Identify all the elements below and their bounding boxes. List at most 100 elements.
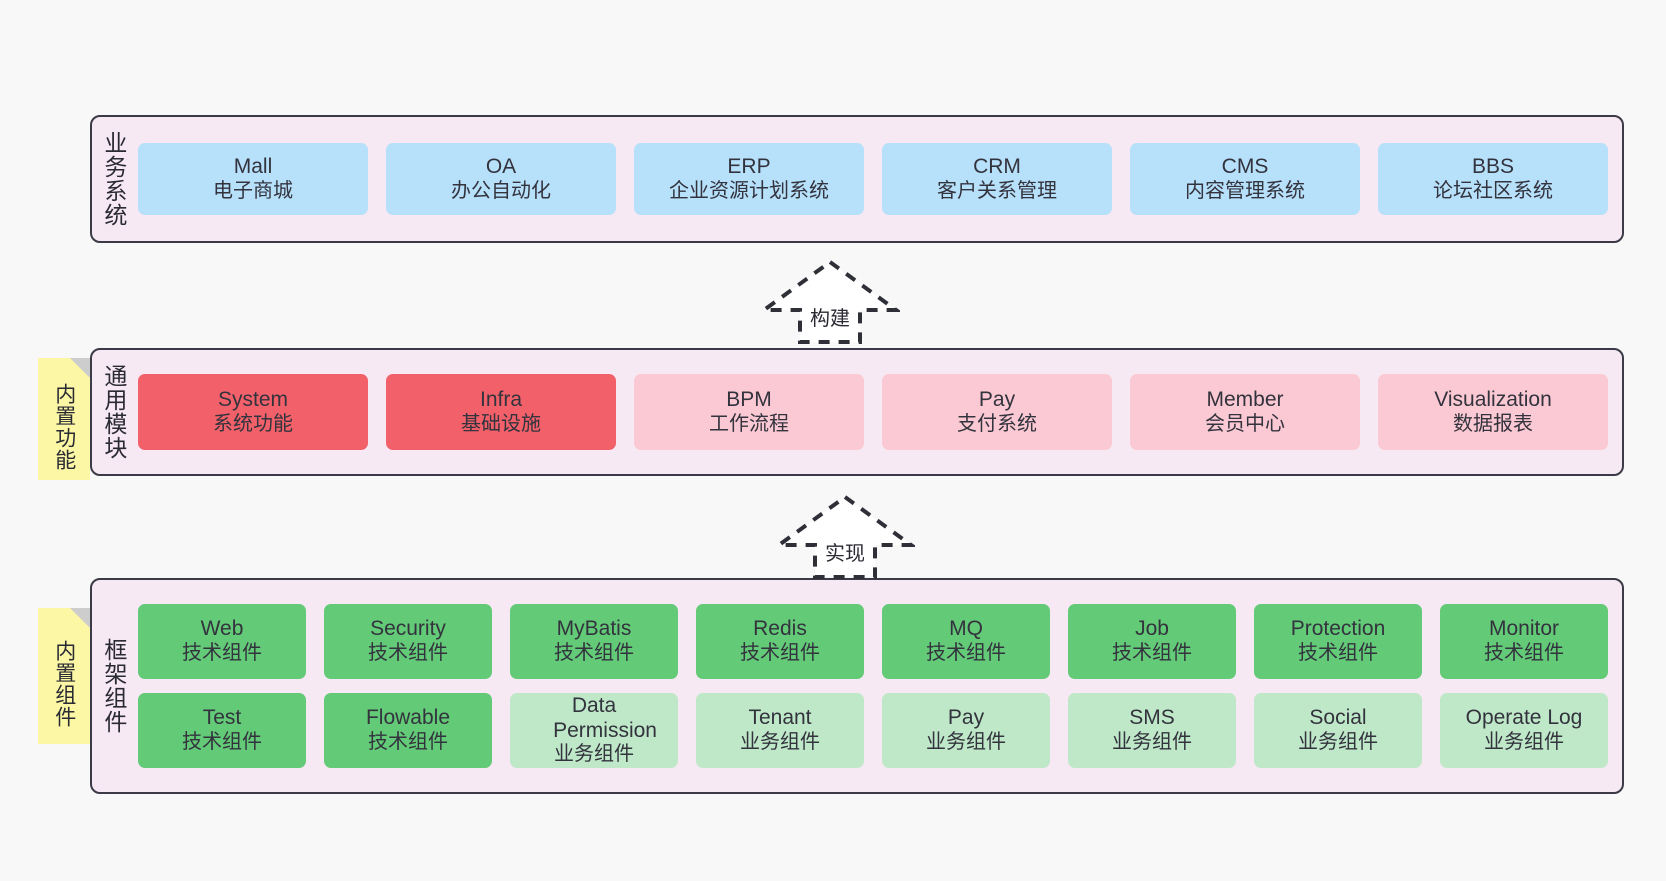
node-web-name: Web (200, 617, 244, 641)
layer-common-modules: 通用模块 System 系统功能 Infra 基础设施 BPM 工作流程 Pay… (90, 348, 1624, 476)
node-test-desc: 技术组件 (182, 731, 262, 754)
node-mybatis-desc: 技术组件 (554, 642, 634, 665)
node-system-desc: 系统功能 (213, 412, 293, 435)
node-security[interactable]: Security 技术组件 (324, 604, 492, 679)
node-erp-name: ERP (727, 154, 771, 178)
node-cms-desc: 内容管理系统 (1185, 179, 1305, 202)
node-visualization[interactable]: Visualization 数据报表 (1378, 374, 1608, 450)
node-protection-desc: 技术组件 (1298, 642, 1378, 665)
layer-framework-row-business: Test 技术组件 Flowable 技术组件 Data Permission … (138, 693, 1608, 768)
note-fold-corner-icon (70, 358, 90, 378)
node-sms-desc: 业务组件 (1112, 731, 1192, 754)
node-monitor-name: Monitor (1488, 617, 1560, 641)
node-job-name: Job (1135, 617, 1169, 641)
node-flowable-desc: 技术组件 (368, 731, 448, 754)
node-job-desc: 技术组件 (1112, 642, 1192, 665)
node-mq-name: MQ (949, 617, 983, 641)
node-oa-desc: 办公自动化 (451, 179, 551, 202)
layer-common-modules-row: System 系统功能 Infra 基础设施 BPM 工作流程 Pay 支付系统… (138, 374, 1608, 450)
node-social-desc: 业务组件 (1298, 731, 1378, 754)
node-mybatis-name: MyBatis (556, 617, 632, 641)
node-redis-name: Redis (753, 617, 807, 641)
node-sms-name: SMS (1129, 706, 1175, 730)
node-mybatis[interactable]: MyBatis 技术组件 (510, 604, 678, 679)
node-pay-module-name: Pay (978, 387, 1016, 411)
node-monitor-desc: 技术组件 (1484, 642, 1564, 665)
layer-business-system: 业务系统 Mall 电子商城 OA 办公自动化 ERP 企业资源计划系统 CRM… (90, 115, 1624, 243)
node-member-name: Member (1206, 387, 1284, 411)
node-mall[interactable]: Mall 电子商城 (138, 143, 368, 215)
node-operate-log-desc: 业务组件 (1484, 731, 1564, 754)
node-monitor[interactable]: Monitor 技术组件 (1440, 604, 1608, 679)
node-cms-name: CMS (1221, 154, 1269, 178)
note-builtin-features: 内置功能 (38, 358, 90, 480)
node-protection-name: Protection (1290, 617, 1386, 641)
layer-common-modules-title: 通用模块 (100, 364, 127, 460)
node-erp[interactable]: ERP 企业资源计划系统 (634, 143, 864, 215)
note-fold-corner-icon (70, 608, 90, 628)
node-crm-desc: 客户关系管理 (937, 179, 1057, 202)
node-infra-desc: 基础设施 (461, 412, 541, 435)
node-infra-name: Infra (479, 387, 523, 411)
layer-business-system-title: 业务系统 (100, 131, 127, 227)
arrow-implement: 实现 (775, 493, 915, 581)
node-security-name: Security (370, 617, 446, 641)
node-job[interactable]: Job 技术组件 (1068, 604, 1236, 679)
layer-business-system-row: Mall 电子商城 OA 办公自动化 ERP 企业资源计划系统 CRM 客户关系… (138, 143, 1608, 215)
node-operate-log-name: Operate Log (1465, 706, 1583, 730)
node-web[interactable]: Web 技术组件 (138, 604, 306, 679)
layer-framework-components-body: Web 技术组件 Security 技术组件 MyBatis 技术组件 Redi… (134, 580, 1622, 792)
layer-business-system-body: Mall 电子商城 OA 办公自动化 ERP 企业资源计划系统 CRM 客户关系… (134, 117, 1622, 241)
node-member[interactable]: Member 会员中心 (1130, 374, 1360, 450)
node-crm[interactable]: CRM 客户关系管理 (882, 143, 1112, 215)
node-pay-module-desc: 支付系统 (957, 412, 1037, 435)
node-test[interactable]: Test 技术组件 (138, 693, 306, 768)
node-bbs-name: BBS (1471, 154, 1515, 178)
node-data-permission-desc: 业务组件 (554, 743, 634, 766)
node-crm-name: CRM (973, 154, 1021, 178)
node-bbs[interactable]: BBS 论坛社区系统 (1378, 143, 1608, 215)
node-web-desc: 技术组件 (182, 642, 262, 665)
node-redis-desc: 技术组件 (740, 642, 820, 665)
node-sms[interactable]: SMS 业务组件 (1068, 693, 1236, 768)
arrow-build: 构建 (760, 258, 900, 346)
node-pay-component[interactable]: Pay 业务组件 (882, 693, 1050, 768)
node-security-desc: 技术组件 (368, 642, 448, 665)
node-pay-component-name: Pay (947, 706, 985, 730)
node-mall-desc: 电子商城 (213, 179, 293, 202)
node-oa-name: OA (485, 154, 517, 178)
node-oa[interactable]: OA 办公自动化 (386, 143, 616, 215)
node-pay-component-desc: 业务组件 (926, 731, 1006, 754)
node-mq-desc: 技术组件 (926, 642, 1006, 665)
node-system[interactable]: System 系统功能 (138, 374, 368, 450)
node-visualization-desc: 数据报表 (1453, 412, 1533, 435)
node-test-name: Test (202, 706, 242, 730)
node-data-permission[interactable]: Data Permission 业务组件 (510, 693, 678, 768)
node-social-name: Social (1309, 706, 1367, 730)
node-mq[interactable]: MQ 技术组件 (882, 604, 1050, 679)
node-erp-desc: 企业资源计划系统 (669, 179, 829, 202)
node-bpm-desc: 工作流程 (709, 412, 789, 435)
node-flowable[interactable]: Flowable 技术组件 (324, 693, 492, 768)
node-visualization-name: Visualization (1434, 387, 1552, 411)
node-redis[interactable]: Redis 技术组件 (696, 604, 864, 679)
node-bpm[interactable]: BPM 工作流程 (634, 374, 864, 450)
node-tenant-name: Tenant (748, 706, 812, 730)
node-cms[interactable]: CMS 内容管理系统 (1130, 143, 1360, 215)
node-pay-module[interactable]: Pay 支付系统 (882, 374, 1112, 450)
node-bpm-name: BPM (726, 387, 772, 411)
node-data-permission-name: Data Permission (553, 693, 657, 742)
layer-common-modules-body: System 系统功能 Infra 基础设施 BPM 工作流程 Pay 支付系统… (134, 350, 1622, 474)
note-builtin-features-label: 内置功能 (52, 383, 76, 471)
node-tenant[interactable]: Tenant 业务组件 (696, 693, 864, 768)
note-builtin-components: 内置组件 (38, 608, 90, 744)
node-social[interactable]: Social 业务组件 (1254, 693, 1422, 768)
node-protection[interactable]: Protection 技术组件 (1254, 604, 1422, 679)
node-flowable-name: Flowable (365, 706, 451, 730)
layer-framework-row-tech: Web 技术组件 Security 技术组件 MyBatis 技术组件 Redi… (138, 604, 1608, 679)
layer-framework-components: 框架组件 Web 技术组件 Security 技术组件 MyBatis 技术组件… (90, 578, 1624, 794)
node-infra[interactable]: Infra 基础设施 (386, 374, 616, 450)
node-system-name: System (217, 387, 288, 411)
node-operate-log[interactable]: Operate Log 业务组件 (1440, 693, 1608, 768)
